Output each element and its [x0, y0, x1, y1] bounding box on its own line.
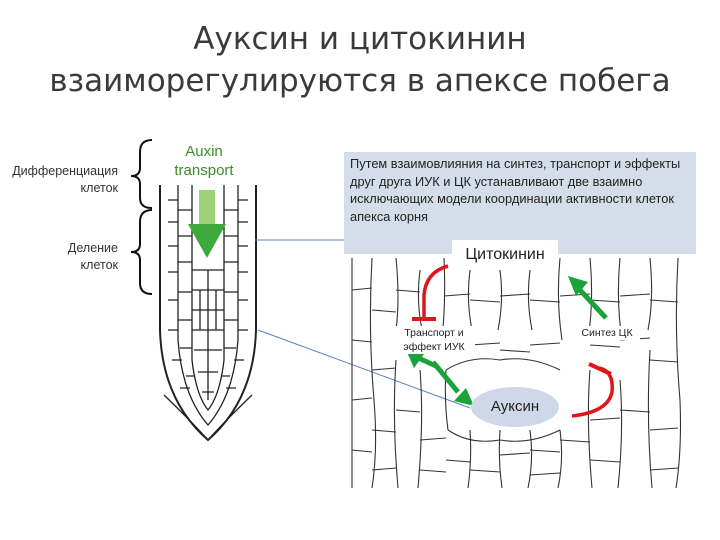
inhibition-arrow-right	[572, 368, 612, 416]
division-brace	[131, 210, 152, 294]
inhibition-bar-right	[589, 364, 611, 374]
auxin-transport-line-2: transport	[158, 161, 250, 180]
auxin-transport-label: Auxin transport	[158, 142, 250, 180]
transport-effect-label-line-1: Транспорт и	[393, 326, 475, 340]
transport-effect-label: Транспорт и эффект ИУК	[393, 326, 475, 354]
info-box: Путем взаимовлияния на синтез, транспорт…	[344, 152, 696, 254]
cytokinin-synthesis-label: Синтез ЦК	[574, 326, 640, 340]
cytokinin-label: Цитокинин	[452, 240, 558, 270]
auxin-transport-arrow	[188, 190, 226, 258]
auxin-oval: Ауксин	[471, 387, 559, 427]
transport-effect-arrow	[406, 350, 474, 406]
differentiation-brace	[131, 140, 152, 208]
auxin-transport-line-1: Auxin	[158, 142, 250, 161]
cell-tissue-illustration	[352, 258, 681, 488]
cytokinin-synthesis-arrow	[568, 276, 606, 318]
transport-effect-label-line-2: эффект ИУК	[393, 340, 475, 354]
